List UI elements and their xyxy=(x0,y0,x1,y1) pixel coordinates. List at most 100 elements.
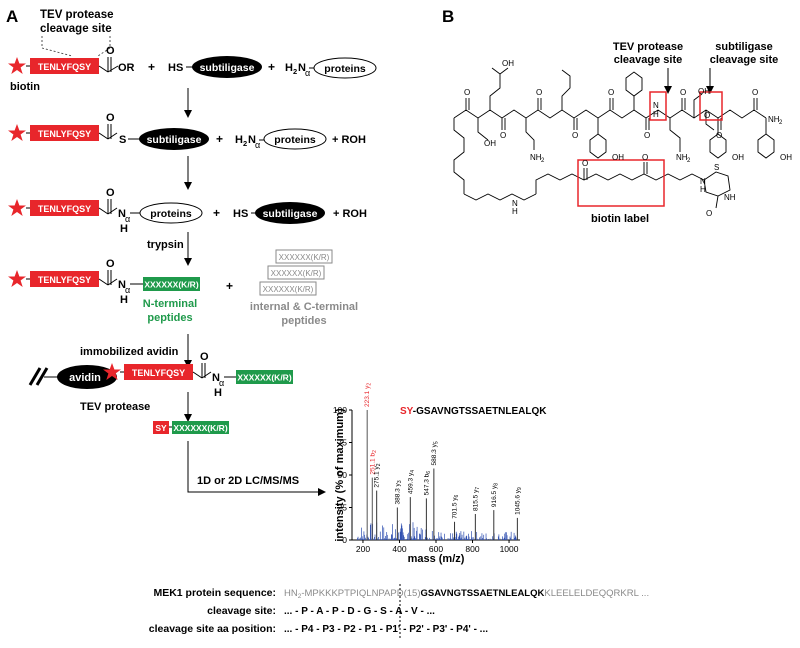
svg-text:+: + xyxy=(268,60,275,74)
svg-text:+: + xyxy=(148,60,155,74)
internal-label-line2: peptides xyxy=(281,315,326,327)
svg-text:N: N xyxy=(700,177,706,186)
internal-peptide-box xyxy=(267,265,325,280)
svg-text:HS: HS xyxy=(233,208,248,220)
svg-text:α: α xyxy=(219,378,224,388)
y-tick-label: 100 xyxy=(333,405,347,415)
svg-text:O: O xyxy=(500,131,506,140)
cleavage-site-value: ... - P - A - P - D - G - S - A - V - ..… xyxy=(284,606,435,617)
mek1-sequence: HN2-MPKKKPTPIQLNPAPD(15)GSAVNGTSSAETNLEA… xyxy=(284,588,649,600)
svg-text:OH: OH xyxy=(780,153,792,162)
x-tick-label: 200 xyxy=(356,544,370,554)
svg-text:N: N xyxy=(512,199,518,208)
noise-peaks xyxy=(357,522,518,540)
n-terminal-label-line1: N-terminal xyxy=(143,298,197,310)
svg-text:+: + xyxy=(213,206,220,220)
svg-text:O: O xyxy=(106,258,115,270)
svg-text:N: N xyxy=(653,101,659,110)
svg-text:2: 2 xyxy=(243,139,247,148)
svg-text:avidin: avidin xyxy=(69,372,101,384)
svg-text:TENLYFQSY: TENLYFQSY xyxy=(38,129,91,139)
peak-label: 701.5 y6 xyxy=(452,494,461,518)
biotin-star-icon xyxy=(8,199,26,216)
mek1-sequence-label: MEK1 protein sequence: xyxy=(153,587,276,599)
panel-label-b: B xyxy=(442,7,454,26)
svg-text:proteins: proteins xyxy=(150,208,192,220)
svg-text:O: O xyxy=(582,159,588,168)
svg-text:N: N xyxy=(212,372,220,384)
y-tick-label: 25 xyxy=(338,503,348,513)
cleavage-site-label: cleavage site: xyxy=(207,605,276,617)
svg-text:S: S xyxy=(714,163,719,172)
trypsin-label: trypsin xyxy=(147,239,184,251)
svg-text:N: N xyxy=(298,62,306,74)
peak-label: 815.5 y7 xyxy=(472,487,481,511)
svg-text:O: O xyxy=(608,88,614,97)
b-tev-site-line2: cleavage site xyxy=(614,54,683,66)
svg-text:subtiligase: subtiligase xyxy=(263,208,318,220)
internal-peptide-box xyxy=(275,249,333,264)
avidin-ellipse xyxy=(57,365,117,389)
svg-text:O: O xyxy=(106,45,115,57)
svg-text:O: O xyxy=(704,111,710,120)
svg-text:OH: OH xyxy=(732,153,744,162)
y-axis-label: intensity (% of maximum) xyxy=(334,408,346,542)
biotin-label-box xyxy=(577,159,665,207)
subtiligase-cleavage-site-box xyxy=(699,91,723,121)
svg-text:NH: NH xyxy=(768,115,780,124)
b-subtiligase-site-line2: cleavage site xyxy=(710,54,779,66)
svg-text:α: α xyxy=(125,214,130,224)
svg-text:2: 2 xyxy=(779,120,783,126)
biotin-star-icon xyxy=(8,124,26,141)
peak-label: 547.3 b6 xyxy=(423,471,432,496)
tev-site-label-line1: TEV protease xyxy=(40,9,114,21)
x-tick-label: 400 xyxy=(392,544,406,554)
svg-text:proteins: proteins xyxy=(274,134,316,146)
svg-text:α: α xyxy=(305,68,310,78)
svg-text:N: N xyxy=(248,134,256,146)
svg-text:H: H xyxy=(653,110,659,119)
svg-text:OH: OH xyxy=(484,139,496,148)
svg-text:TENLYFQSY: TENLYFQSY xyxy=(38,204,91,214)
svg-text:+: + xyxy=(216,132,223,146)
svg-text:α: α xyxy=(255,140,260,150)
peak-label: 916.5 y8 xyxy=(491,483,500,507)
x-tick-label: 600 xyxy=(429,544,443,554)
biotin-star-icon xyxy=(8,57,26,74)
svg-text:OH: OH xyxy=(698,87,710,96)
svg-text:H: H xyxy=(235,134,243,146)
b-subtiligase-site-line1: subtiligase xyxy=(715,41,772,53)
peptide-sequence-label: SY-GSAVNGTSSAETNLEALQK xyxy=(400,406,547,417)
svg-text:N: N xyxy=(118,279,126,291)
svg-text:OH: OH xyxy=(502,59,514,68)
peak-label: 1045.6 y9 xyxy=(514,487,523,515)
svg-text:O: O xyxy=(106,112,115,124)
peak-label: 459.3 y4 xyxy=(407,470,416,494)
sy-box xyxy=(153,421,169,434)
internal-peptide-box xyxy=(259,281,317,296)
x-axis-label: mass (m/z) xyxy=(408,553,465,565)
proteins-ellipse xyxy=(313,57,377,79)
cleavage-position-value: ... - P4 - P3 - P2 - P1 - P1' - P2' - P3… xyxy=(284,624,488,635)
svg-text:HS: HS xyxy=(168,62,183,74)
tev-protease-label: TEV protease xyxy=(80,401,150,413)
peak-label: 588.3 y5 xyxy=(431,441,440,465)
or-label: OR xyxy=(118,62,135,74)
svg-text:OH: OH xyxy=(612,153,624,162)
svg-text:H: H xyxy=(285,62,293,74)
svg-text:S: S xyxy=(119,134,126,146)
svg-text:O: O xyxy=(642,153,648,162)
y-tick-label: 75 xyxy=(338,438,348,448)
peak-label: 275.1 y2 xyxy=(374,463,383,487)
b-tev-site-line1: TEV protease xyxy=(613,41,683,53)
x-tick-label: 800 xyxy=(465,544,479,554)
immobilized-avidin-label: immobilized avidin xyxy=(80,346,179,358)
svg-text:α: α xyxy=(125,285,130,295)
svg-text:H: H xyxy=(214,387,222,399)
svg-text:subtiligase: subtiligase xyxy=(147,134,202,146)
svg-text:NH: NH xyxy=(676,153,688,162)
svg-text:H: H xyxy=(512,207,518,216)
